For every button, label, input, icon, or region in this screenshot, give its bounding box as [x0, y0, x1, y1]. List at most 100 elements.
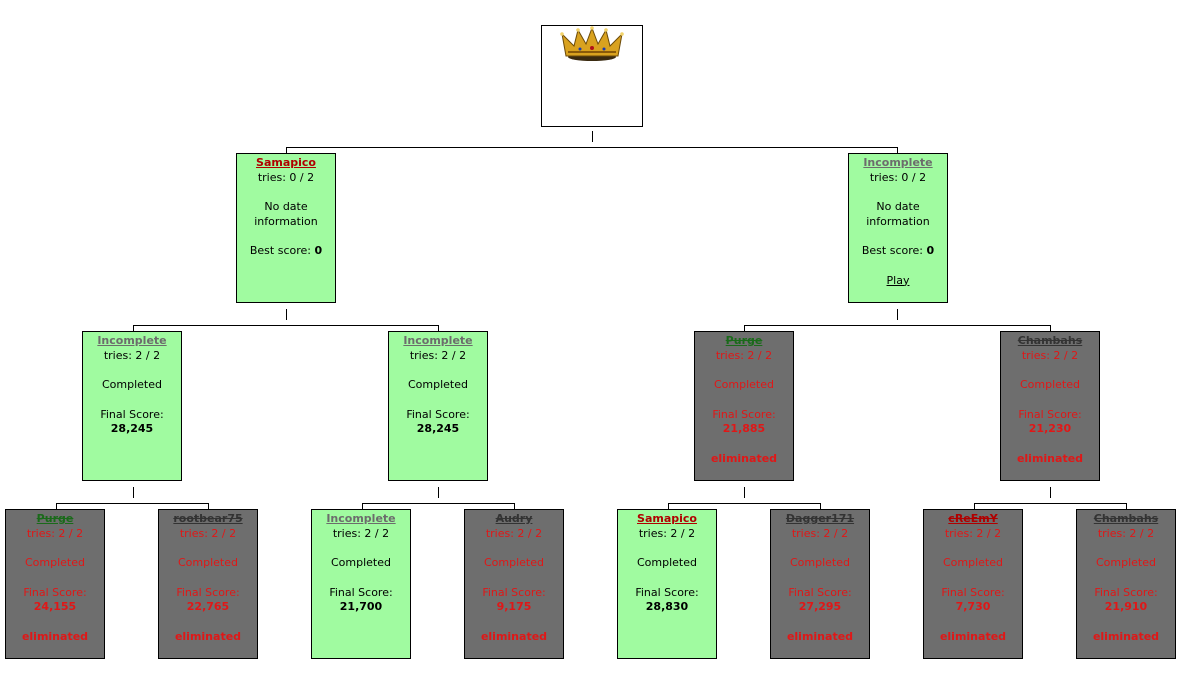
status-text: Completed	[790, 556, 850, 569]
match-box-r3-7: cReEmY tries: 2 / 2 Completed Final Scor…	[923, 509, 1023, 659]
tries-text: tries: 2 / 2	[103, 348, 161, 362]
tries-text: tries: 2 / 2	[332, 526, 390, 540]
connector	[438, 487, 439, 498]
final-score-value: 21,700	[339, 600, 383, 613]
player-name[interactable]: Purge	[725, 334, 763, 347]
match-box-r2-4: Chambahs tries: 2 / 2 Completed Final Sc…	[1000, 331, 1100, 481]
eliminated-badge: eliminated	[1016, 451, 1084, 465]
final-score-label: Final Score:	[712, 407, 776, 421]
connector	[668, 503, 669, 509]
connector	[1126, 503, 1127, 509]
player-name[interactable]: Incomplete	[326, 512, 396, 525]
final-score-label: Final Score:	[100, 407, 164, 421]
final-score-label: Final Score:	[635, 585, 699, 599]
connector	[56, 503, 57, 509]
best-score-label: Best score:	[249, 244, 315, 257]
date-line: No date	[264, 200, 308, 213]
tries-text: tries: 2 / 2	[485, 526, 543, 540]
crown-icon	[560, 26, 624, 61]
connector	[133, 325, 134, 331]
final-score-value: 21,885	[722, 422, 766, 435]
connector	[56, 503, 209, 504]
final-score-label: Final Score:	[329, 585, 393, 599]
player-name[interactable]: Purge	[36, 512, 74, 525]
eliminated-badge: eliminated	[21, 629, 89, 643]
final-score-label: Final Score:	[482, 585, 546, 599]
connector	[362, 503, 515, 504]
status-text: Completed	[484, 556, 544, 569]
final-score-value: 28,245	[416, 422, 460, 435]
match-box-r3-1: Purge tries: 2 / 2 Completed Final Score…	[5, 509, 105, 659]
final-score-label: Final Score:	[406, 407, 470, 421]
best-score-value: 0	[926, 244, 935, 257]
eliminated-badge: eliminated	[786, 629, 854, 643]
player-name[interactable]: rootbear75	[173, 512, 243, 525]
status-text: Completed	[331, 556, 391, 569]
final-score-value: 28,245	[110, 422, 154, 435]
eliminated-badge: eliminated	[939, 629, 1007, 643]
match-box-r3-4: Audry tries: 2 / 2 Completed Final Score…	[464, 509, 564, 659]
eliminated-badge: eliminated	[710, 451, 778, 465]
final-score-value: 21,230	[1028, 422, 1072, 435]
tries-text: tries: 2 / 2	[26, 526, 84, 540]
tries-text: tries: 2 / 2	[179, 526, 237, 540]
player-name[interactable]: Incomplete	[863, 156, 933, 169]
status-text: Completed	[1096, 556, 1156, 569]
connector	[133, 487, 134, 498]
status-text: Completed	[637, 556, 697, 569]
player-name[interactable]: Chambahs	[1017, 334, 1083, 347]
match-box-r3-3: Incomplete tries: 2 / 2 Completed Final …	[311, 509, 411, 659]
final-score-label: Final Score:	[788, 585, 852, 599]
tries-text: tries: 2 / 2	[715, 348, 773, 362]
final-score-label: Final Score:	[176, 585, 240, 599]
connector	[744, 325, 745, 331]
match-box-r3-2: rootbear75 tries: 2 / 2 Completed Final …	[158, 509, 258, 659]
connector	[897, 147, 898, 153]
play-link[interactable]: Play	[886, 273, 910, 287]
player-name[interactable]: Dagger171	[785, 512, 855, 525]
tries-text: tries: 2 / 2	[1097, 526, 1155, 540]
final-score-value: 9,175	[496, 600, 532, 613]
tries-text: tries: 2 / 2	[944, 526, 1002, 540]
final-score-value: 21,910	[1104, 600, 1148, 613]
eliminated-badge: eliminated	[174, 629, 242, 643]
status-text: Completed	[102, 378, 162, 391]
connector	[592, 131, 593, 142]
final-score-value: 22,765	[186, 600, 230, 613]
connector	[514, 503, 515, 509]
final-score-label: Final Score:	[1094, 585, 1158, 599]
connector	[133, 325, 439, 326]
connector	[897, 309, 898, 320]
connector	[974, 503, 975, 509]
connector	[362, 503, 363, 509]
match-box-r3-6: Dagger171 tries: 2 / 2 Completed Final S…	[770, 509, 870, 659]
connector	[1050, 487, 1051, 498]
player-name[interactable]: Incomplete	[403, 334, 473, 347]
date-line: information	[254, 214, 318, 228]
champion-box	[541, 25, 643, 127]
status-text: Completed	[943, 556, 1003, 569]
match-box-r1-2: Incomplete tries: 0 / 2 No date informat…	[848, 153, 948, 303]
status-text: Completed	[25, 556, 85, 569]
final-score-value: 7,730	[955, 600, 991, 613]
connector	[438, 325, 439, 331]
final-score-label: Final Score:	[941, 585, 1005, 599]
match-box-r3-8: Chambahs tries: 2 / 2 Completed Final Sc…	[1076, 509, 1176, 659]
final-score-label: Final Score:	[23, 585, 87, 599]
player-name[interactable]: Samapico	[256, 156, 316, 169]
player-name[interactable]: Samapico	[637, 512, 697, 525]
player-name[interactable]: Incomplete	[97, 334, 167, 347]
connector	[1050, 325, 1051, 331]
player-name[interactable]: Chambahs	[1093, 512, 1159, 525]
player-name[interactable]: cReEmY	[948, 512, 998, 525]
eliminated-badge: eliminated	[480, 629, 548, 643]
match-box-r1-1: Samapico tries: 0 / 2 No date informatio…	[236, 153, 336, 303]
match-box-r2-1: Incomplete tries: 2 / 2 Completed Final …	[82, 331, 182, 481]
connector	[974, 503, 1127, 504]
date-line: information	[866, 214, 930, 228]
connector	[820, 503, 821, 509]
tries-text: tries: 0 / 2	[869, 170, 927, 184]
match-box-r2-3: Purge tries: 2 / 2 Completed Final Score…	[694, 331, 794, 481]
connector	[744, 325, 1051, 326]
player-name[interactable]: Audry	[495, 512, 533, 525]
